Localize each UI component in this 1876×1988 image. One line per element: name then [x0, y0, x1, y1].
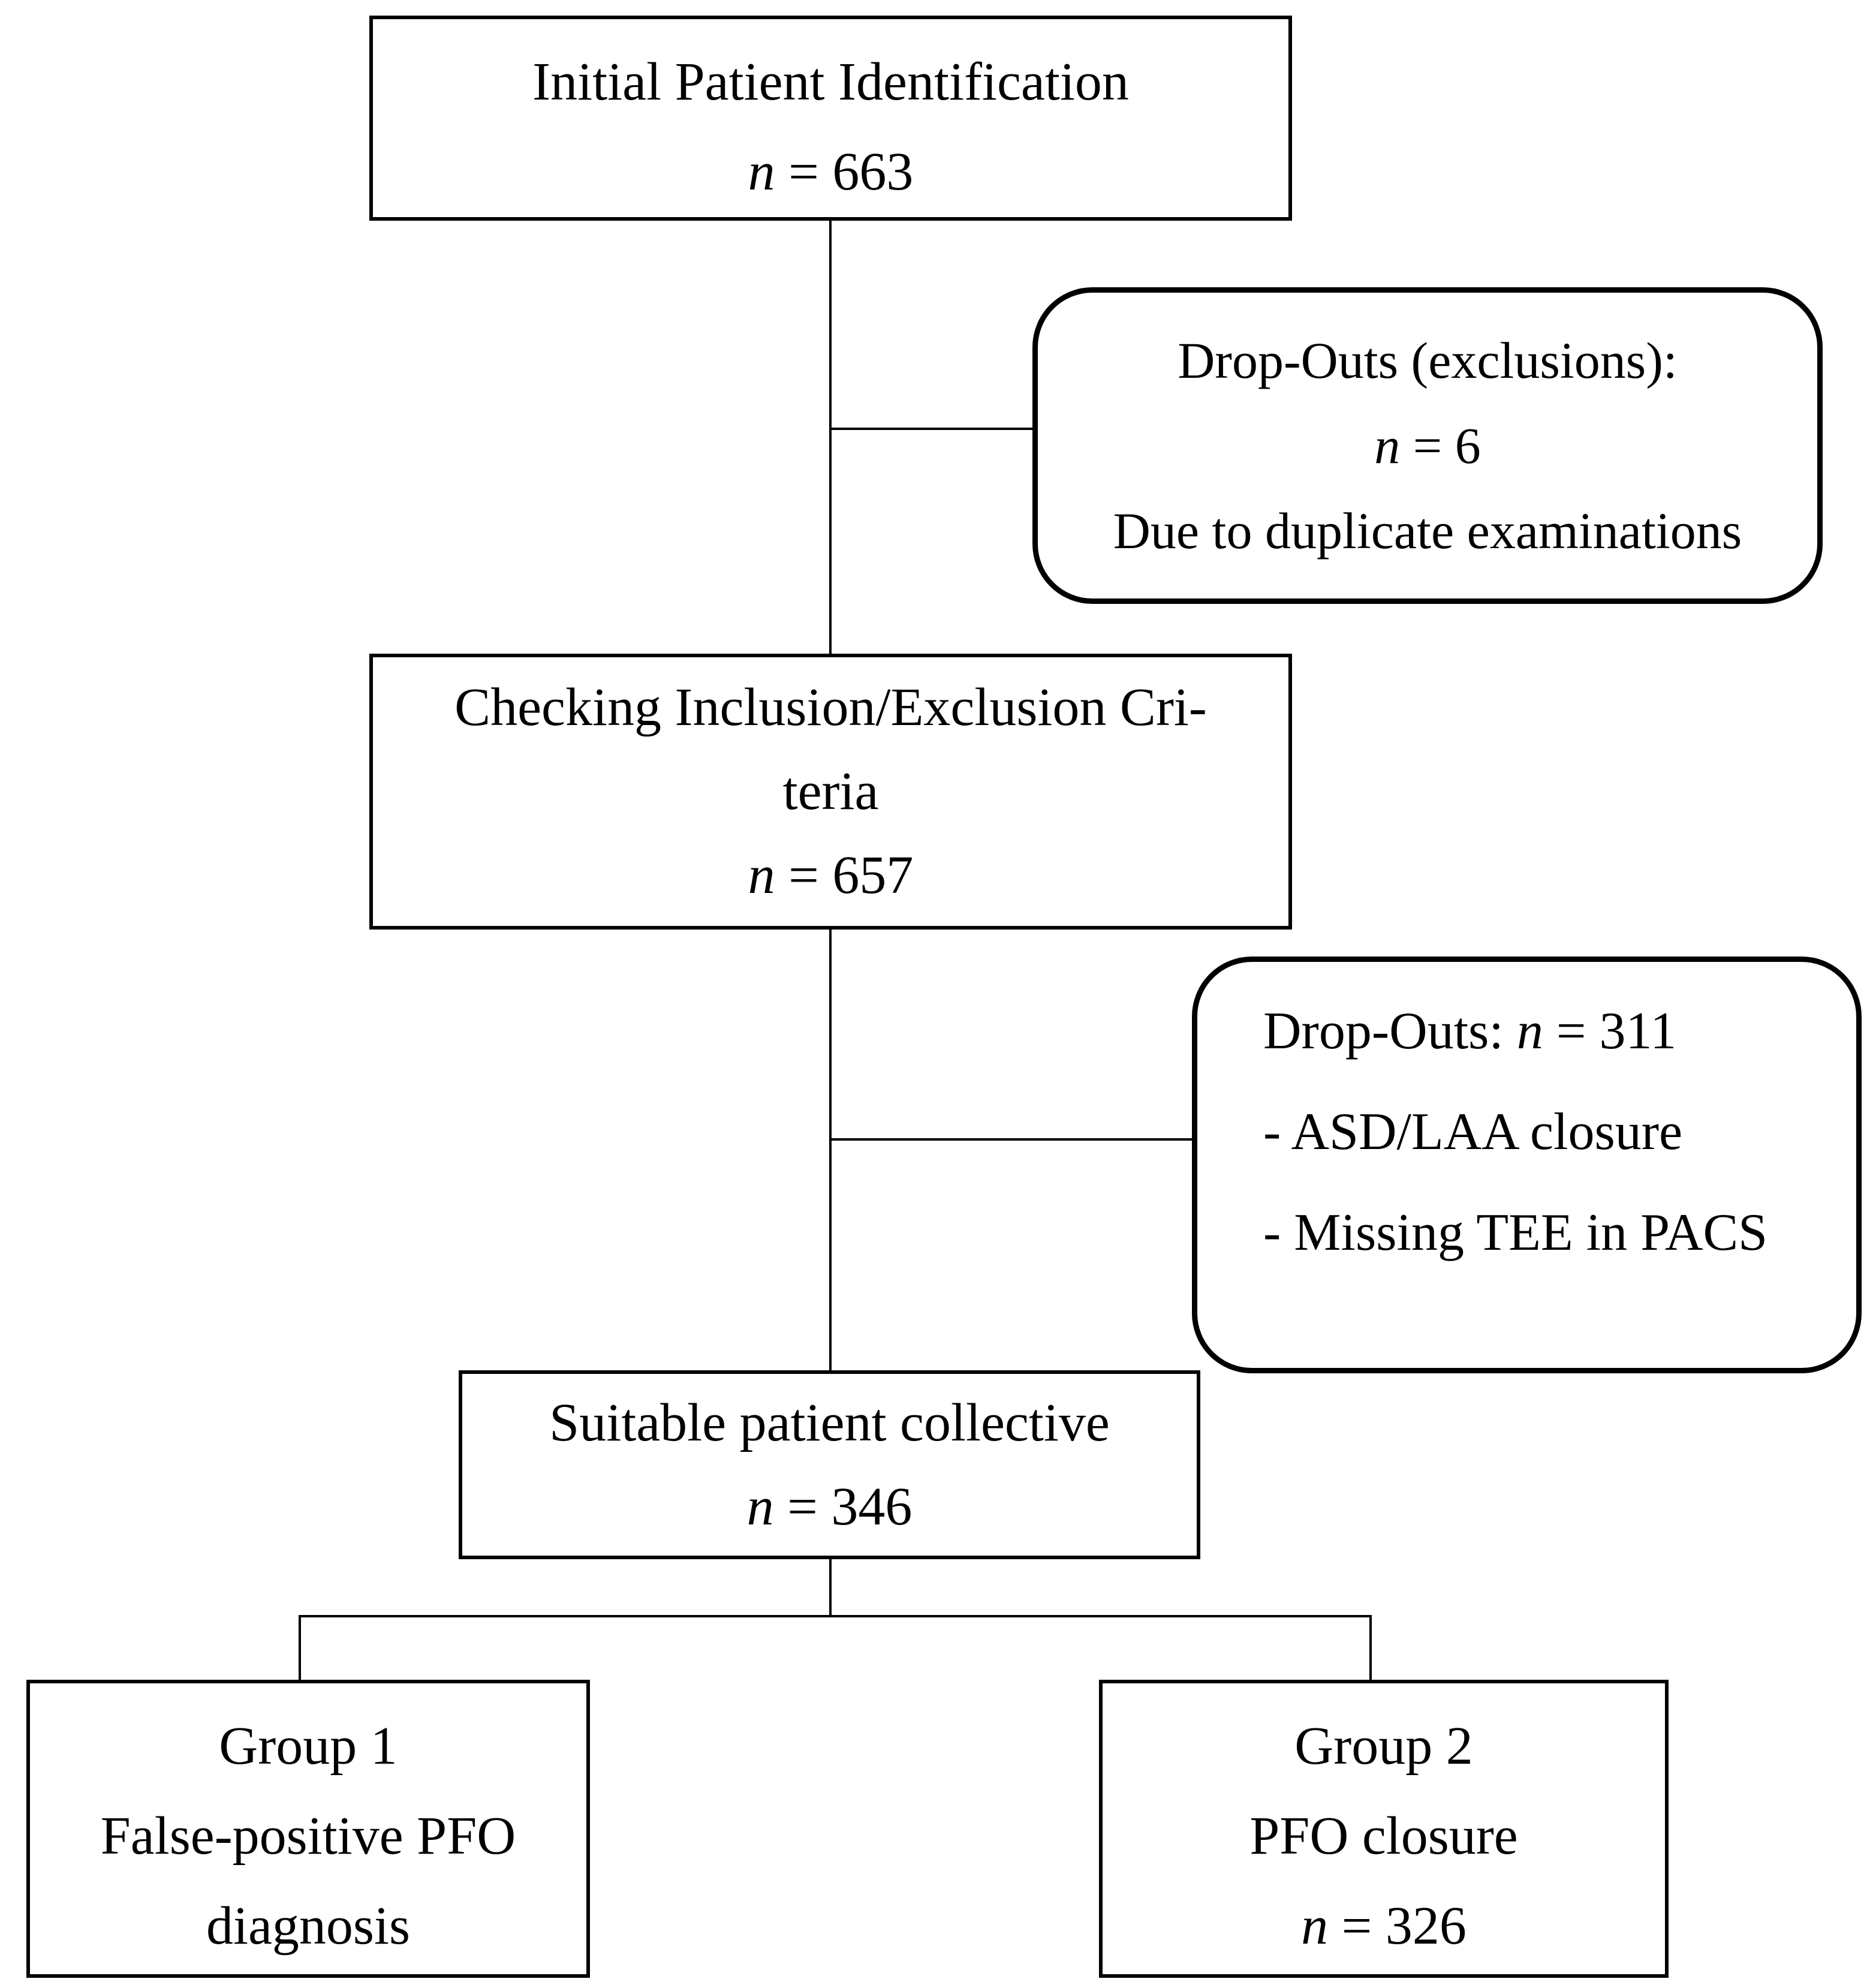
- connector-checking-to-suitable: [829, 930, 832, 1370]
- group-desc-line-2: diagnosis: [206, 1896, 410, 1956]
- connector-split-to-group1: [299, 1615, 301, 1681]
- group-title: Group 2: [1294, 1716, 1473, 1776]
- callout-drop-outs: Drop-Outs: n = 311 - ASD/LAA closure - M…: [1192, 957, 1862, 1373]
- box-title-line-1: Checking Inclusion/Exclusion Cri-: [454, 678, 1207, 737]
- connector-split-to-group2: [1369, 1615, 1372, 1681]
- box-title-line-2: teria: [782, 762, 879, 821]
- connector-branch-to-dropouts-exclusions: [829, 428, 1032, 430]
- callout-drop-outs-exclusions: Drop-Outs (exclusions): n = 6 Due to dup…: [1032, 287, 1823, 604]
- sample-size: n = 657: [748, 846, 914, 905]
- connector-branch-to-dropouts: [829, 1138, 1192, 1141]
- group-title: Group 1: [219, 1716, 398, 1776]
- box-checking-criteria: Checking Inclusion/Exclusion Cri- teria …: [369, 654, 1292, 930]
- box-group-1: Group 1 False-positive PFO diagnosis: [26, 1680, 590, 1978]
- box-initial-patient-identification: Initial Patient Identification n = 663: [369, 16, 1292, 221]
- sample-size: n = 6: [1374, 417, 1481, 474]
- box-title: Suitable patient collective: [549, 1392, 1110, 1452]
- connector-split-horizontal: [299, 1615, 1372, 1617]
- sample-size: n = 663: [748, 142, 914, 201]
- callout-reason: Due to duplicate examinations: [1113, 502, 1742, 560]
- callout-reason-1: - ASD/LAA closure: [1263, 1102, 1683, 1161]
- callout-title: Drop-Outs: n = 311: [1263, 1001, 1677, 1060]
- callout-title: Drop-Outs (exclusions):: [1178, 332, 1678, 389]
- box-title: Initial Patient Identification: [532, 52, 1129, 112]
- sample-size: n = 346: [746, 1476, 913, 1536]
- callout-reason-2: - Missing TEE in PACS: [1263, 1203, 1768, 1262]
- group-desc-line-1: False-positive PFO: [100, 1806, 516, 1866]
- box-group-2: Group 2 PFO closure n = 326: [1099, 1680, 1669, 1978]
- connector-suitable-to-split: [829, 1559, 832, 1617]
- box-suitable-collective: Suitable patient collective n = 346: [459, 1370, 1200, 1559]
- connector-initial-to-checking: [829, 221, 832, 654]
- sample-size: n = 326: [1301, 1896, 1467, 1956]
- group-desc: PFO closure: [1249, 1806, 1518, 1866]
